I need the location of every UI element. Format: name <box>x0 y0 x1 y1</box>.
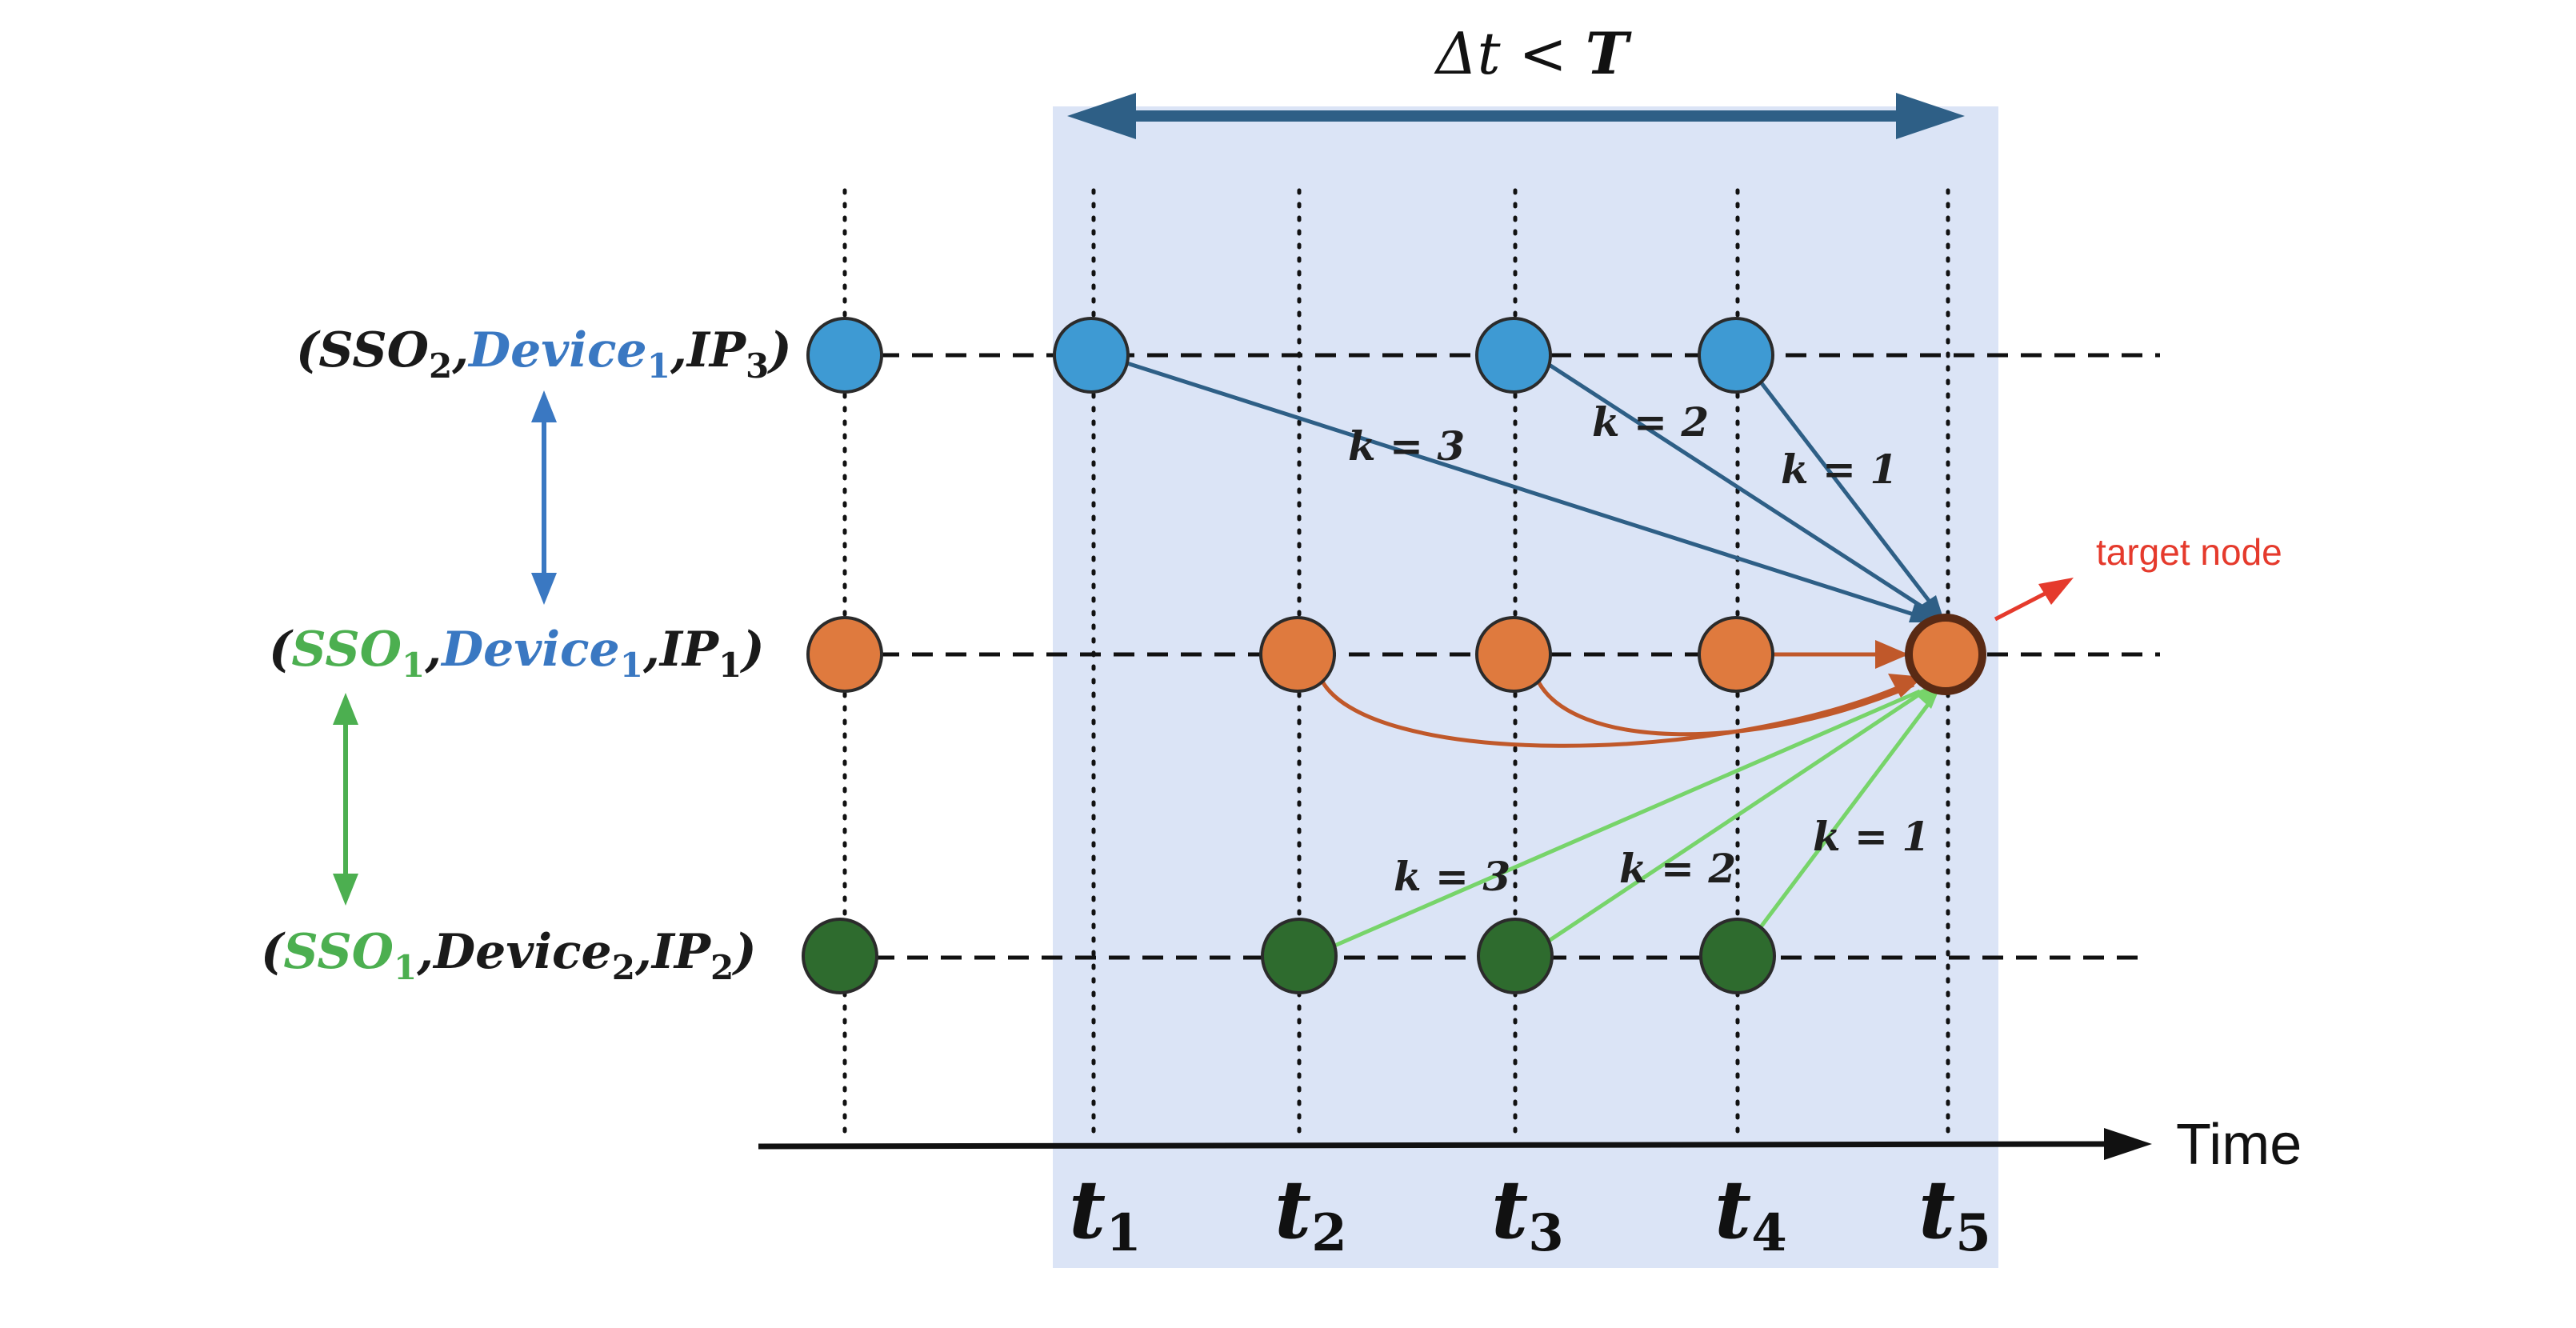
orange-edges <box>1318 652 1915 748</box>
row-label-part: , <box>416 924 434 980</box>
row-label-sso2-device1-ip3: (SSO2,Device1,IP3) <box>296 322 792 386</box>
row-label-part: ( <box>296 322 321 378</box>
node-row3-t4 <box>1699 918 1776 994</box>
node-row1-t0 <box>806 317 883 394</box>
target-node-label: target node <box>2096 531 2282 573</box>
window-delta-t: Δt <box>1434 20 1502 87</box>
green-edge-label-k3: k = 3 <box>1394 853 1510 900</box>
node-row2-t2 <box>1259 616 1336 693</box>
row-label-part: , <box>451 322 469 378</box>
time-axis-arrowhead <box>2104 1128 2152 1160</box>
node-row1-t1 <box>1053 317 1130 394</box>
row-label-part: 1 <box>647 346 670 386</box>
row-label-part: ( <box>269 622 294 678</box>
green-edges <box>1319 689 1936 954</box>
row-label-part: SSO <box>318 322 429 378</box>
target-node <box>1905 614 1986 695</box>
green-edge-k3 <box>1319 689 1921 954</box>
row-label-part: , <box>642 622 660 678</box>
green-edge-label-k2: k = 2 <box>1619 845 1736 892</box>
row-label-sso1-device1-ip1: (SSO1,Device1,IP1) <box>269 622 765 685</box>
window-T: T <box>1586 19 1632 87</box>
row-label-part: 1 <box>402 646 425 685</box>
row-3-nodes <box>802 918 1776 994</box>
row-label-part: 1 <box>718 646 742 685</box>
row-label-part: IP <box>650 924 712 980</box>
row-label-part: IP <box>658 622 720 678</box>
tick-label-t1: t1 <box>1069 1162 1142 1263</box>
orange-edge-t4-arrowhead <box>1875 640 1909 669</box>
row-label-part: 2 <box>710 948 734 987</box>
row-label-part: Device <box>432 924 612 980</box>
row-label-part: ) <box>731 924 756 980</box>
node-row3-t0 <box>802 918 878 994</box>
row-1-nodes <box>806 317 1774 394</box>
green-edge-label-k1: k = 1 <box>1813 813 1930 860</box>
orange-edge-t2 <box>1318 675 1914 748</box>
row-label-part: 1 <box>394 948 417 987</box>
blue-edge-k1 <box>1752 371 1931 603</box>
time-axis-label: Time <box>2176 1113 2302 1177</box>
window-title: Δt < T <box>1434 19 1632 87</box>
row-label-part: 3 <box>746 346 769 386</box>
row-label-part: , <box>424 622 442 678</box>
link-arrow-green <box>333 693 358 906</box>
row-label-part: 2 <box>612 948 635 987</box>
row-label-part: IP <box>686 322 747 378</box>
row-label-part: 1 <box>620 646 643 685</box>
node-row3-t2 <box>1261 918 1338 994</box>
row-label-part: , <box>670 322 687 378</box>
link-arrow-blue <box>531 390 557 605</box>
window-span-arrow <box>1067 93 1965 139</box>
tick-label-t2: t2 <box>1274 1162 1347 1263</box>
time-axis <box>758 1128 2152 1160</box>
row-2-nodes <box>806 616 1774 693</box>
node-row2-t3 <box>1475 616 1552 693</box>
row-label-part: ) <box>739 622 764 678</box>
blue-edges <box>1111 353 1946 626</box>
node-row3-t3 <box>1477 918 1554 994</box>
node-row2-t4 <box>1698 616 1774 693</box>
blue-edge-label-k2: k = 2 <box>1592 398 1709 446</box>
row-label-part: SSO <box>291 622 402 678</box>
node-row2-t0 <box>806 616 883 693</box>
green-edge-k1 <box>1754 694 1936 936</box>
blue-edge-k2 <box>1533 353 1923 609</box>
window-less-than: < <box>1501 20 1586 87</box>
tick-label-t5: t5 <box>1918 1162 1991 1263</box>
row-label-part: , <box>634 924 652 980</box>
node-row1-t4 <box>1698 317 1774 394</box>
row-label-part: 2 <box>429 346 452 386</box>
row-label-part: ) <box>766 322 791 378</box>
blue-edge-k3 <box>1111 356 1914 617</box>
row-label-part: Device <box>440 622 620 678</box>
blue-edge-label-k1: k = 1 <box>1781 446 1898 493</box>
tick-label-t4: t4 <box>1714 1162 1787 1263</box>
blue-edge-label-k3: k = 3 <box>1348 422 1465 470</box>
green-edge-k2 <box>1533 690 1923 953</box>
row-label-part: SSO <box>283 924 394 980</box>
target-node-pointer <box>1994 578 2074 622</box>
row-label-part: ( <box>261 924 286 980</box>
row-label-sso1-device2-ip2: (SSO1,Device2,IP2) <box>261 924 757 987</box>
tick-label-t3: t3 <box>1491 1162 1564 1263</box>
row-label-part: Device <box>467 322 647 378</box>
time-tick-labels: t1 t2 t3 t4 t5 <box>1069 1162 1991 1263</box>
node-row1-t3 <box>1475 317 1552 394</box>
orange-edge-t3 <box>1534 676 1915 737</box>
